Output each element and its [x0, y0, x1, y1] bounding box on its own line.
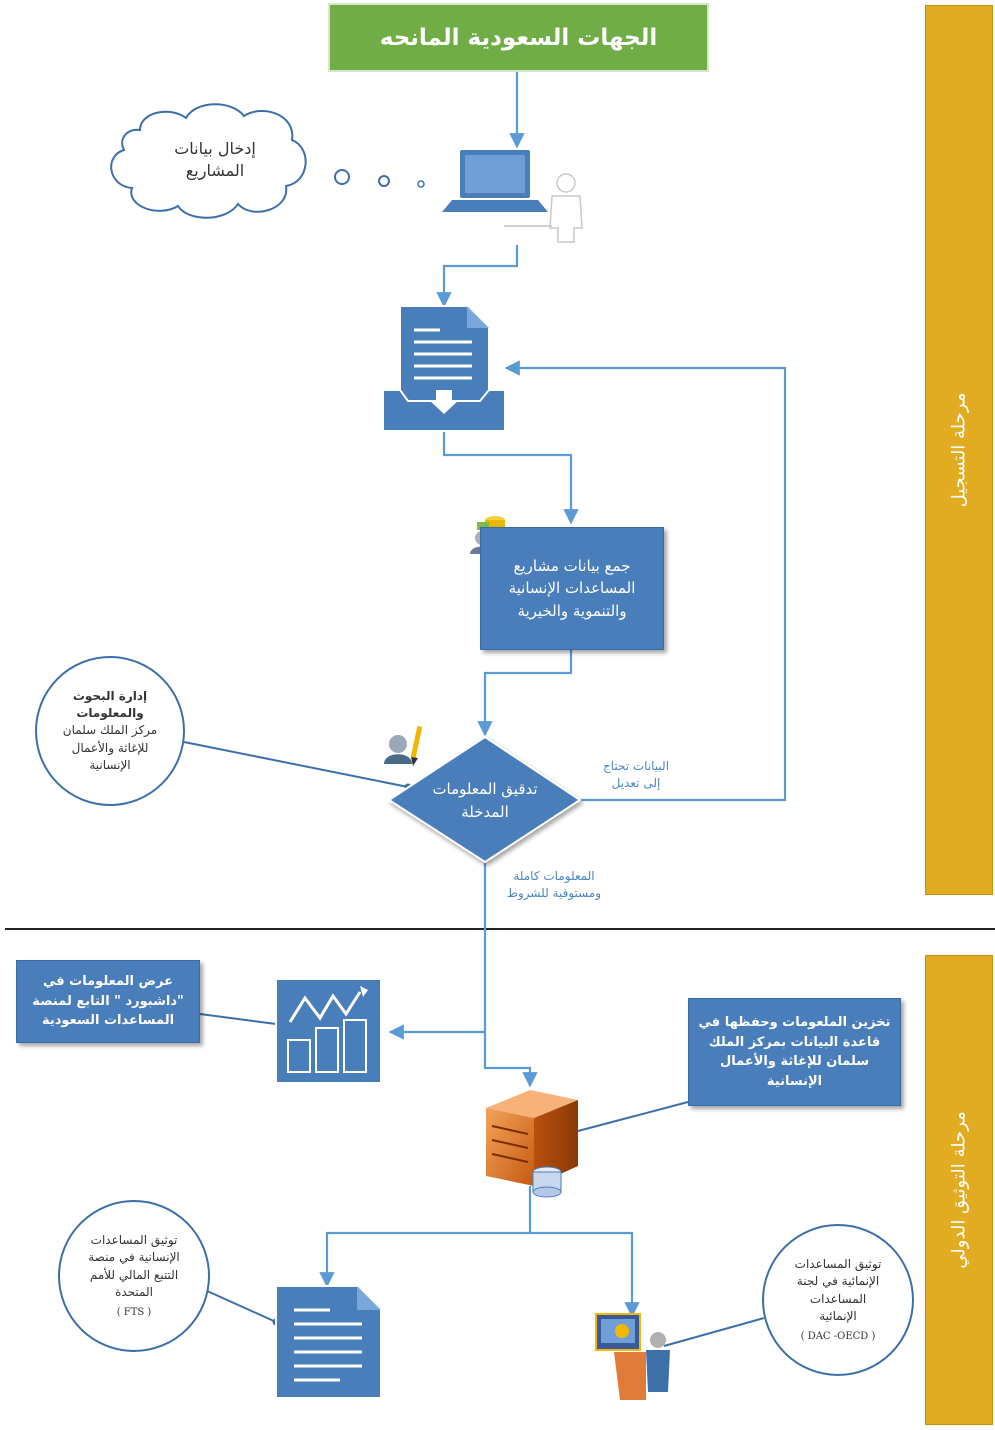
thought-bubble-small [417, 180, 425, 188]
research-line-2: للإغاثة والأعمال [71, 740, 149, 755]
dashboard-line-2: "داشبورد " التابع لمنصة [32, 993, 184, 1009]
oecd-circle: توثيق المساعدات الإنمائية في لجنة المساع… [762, 1224, 914, 1376]
connector-process-to-decision [477, 650, 573, 737]
connector-server-to-oecd [530, 1231, 640, 1318]
oecd-code: ( DAC -OECD ) [800, 1330, 876, 1342]
connector-computer-to-document [436, 245, 519, 308]
dashboard-line-3: المساعدات السعودية [41, 1013, 175, 1029]
cloud-shape [110, 103, 307, 219]
decision-label: تدقيق المعلومات المدخلة [410, 778, 560, 823]
note-needs-edit: البيانات تحتاج إلى تعديل [584, 758, 688, 793]
decision-line-1: تدقيق المعلومات [432, 780, 538, 798]
fts-circle: توثيق المساعدات الإنسانية في منصة التتبع… [58, 1200, 210, 1352]
user-icon [504, 173, 583, 243]
cloud-line-1: إدخال بيانات [174, 139, 256, 158]
report-document-icon [275, 1285, 382, 1399]
oecd-line-3: المساعدات [809, 1291, 867, 1306]
connector-server-to-fts [319, 1186, 532, 1288]
oecd-line-2: الإنمائية في لجنة [796, 1274, 880, 1289]
fts-line-4: المتحدة [115, 1285, 153, 1300]
fts-code: ( FTS ) [116, 1306, 152, 1318]
process-collect-line-1: جمع بيانات مشاريع [513, 556, 631, 575]
title-donors-box: الجهات السعودية المانحه [328, 3, 709, 72]
research-dept-circle: إدارة البحوث والمعلومات مركز الملك سلمان… [35, 656, 185, 806]
fts-line-1: توثيق المساعدات [90, 1232, 178, 1247]
phase-international-bar: مرحلة التوثيق الدولي [925, 955, 993, 1425]
thought-bubble-medium [378, 175, 390, 187]
note-edit-line-1: البيانات تحتاج [602, 759, 670, 773]
decision-line-2: المدخلة [461, 802, 509, 821]
research-bold-line-2: والمعلومات [76, 705, 144, 720]
research-bold-line-1: إدارة البحوث [72, 688, 148, 703]
research-line-3: الإنسانية [89, 758, 131, 773]
connector-edit-loop [504, 360, 787, 802]
decision-diamond [387, 735, 582, 864]
storage-line-4: الإنسانية [766, 1073, 823, 1089]
dashboard-line-1: عرض المعلومات في [42, 974, 173, 990]
reviewer-pencil-icon [384, 725, 423, 766]
process-collect-box: جمع بيانات مشاريع المساعدات الإنسانية وا… [480, 527, 664, 650]
cloud-line-2: المشاريع [185, 161, 245, 181]
fts-line-2: الإنسانية في منصة [88, 1250, 180, 1265]
connector-inbox-to-process [442, 431, 579, 525]
process-collect-line-3: والتنموية والخيرية [517, 601, 627, 620]
document-inbox-icon [382, 305, 506, 432]
oecd-line-1: توثيق المساعدات [794, 1256, 882, 1271]
storage-line-3: سلمان للإغاثة والأعمال [719, 1054, 870, 1069]
note-edit-line-2: إلى تعديل [611, 776, 661, 791]
storage-line-2: قاعدة البيانات بمركز الملك [708, 1034, 881, 1050]
server-database-icon [486, 1090, 578, 1198]
laptop-icon [442, 150, 548, 212]
note-complete: المعلومات كاملة ومستوفية للشروط [492, 868, 616, 903]
oecd-line-4: الإنمائية [819, 1309, 857, 1324]
research-line-1: مركز الملك سلمان [62, 723, 158, 738]
process-collect-line-2: المساعدات الإنسانية [508, 579, 636, 598]
dashboard-display-box: عرض المعلومات في "داشبورد " التابع لمنصة… [16, 960, 200, 1043]
phase-registration-bar: مرحلة التسجيل [925, 5, 993, 895]
link-fts-circle [204, 1289, 277, 1323]
link-oecd-circle [663, 1317, 765, 1347]
presenter-icon [595, 1313, 670, 1400]
title-text: الجهات السعودية المانحه [379, 24, 658, 51]
link-dashboard-label [199, 1013, 277, 1025]
cloud-label: إدخال بيانات المشاريع [148, 138, 282, 183]
fts-line-3: التتبع المالي للأمم [89, 1267, 179, 1282]
thought-bubble-large [334, 169, 350, 185]
storage-database-box: تخزين الملعومات وحفظها في قاعدة البيانات… [688, 998, 901, 1106]
storage-line-1: تخزين الملعومات وحفظها في [698, 1015, 891, 1030]
link-research-to-decision [183, 741, 409, 788]
note-complete-line-2: ومستوفية للشروط [506, 886, 602, 901]
chart-icon [275, 978, 382, 1084]
note-complete-line-1: المعلومات كاملة [513, 869, 595, 883]
connector-decision-to-server [483, 862, 538, 1088]
link-storage-label [577, 1101, 689, 1132]
